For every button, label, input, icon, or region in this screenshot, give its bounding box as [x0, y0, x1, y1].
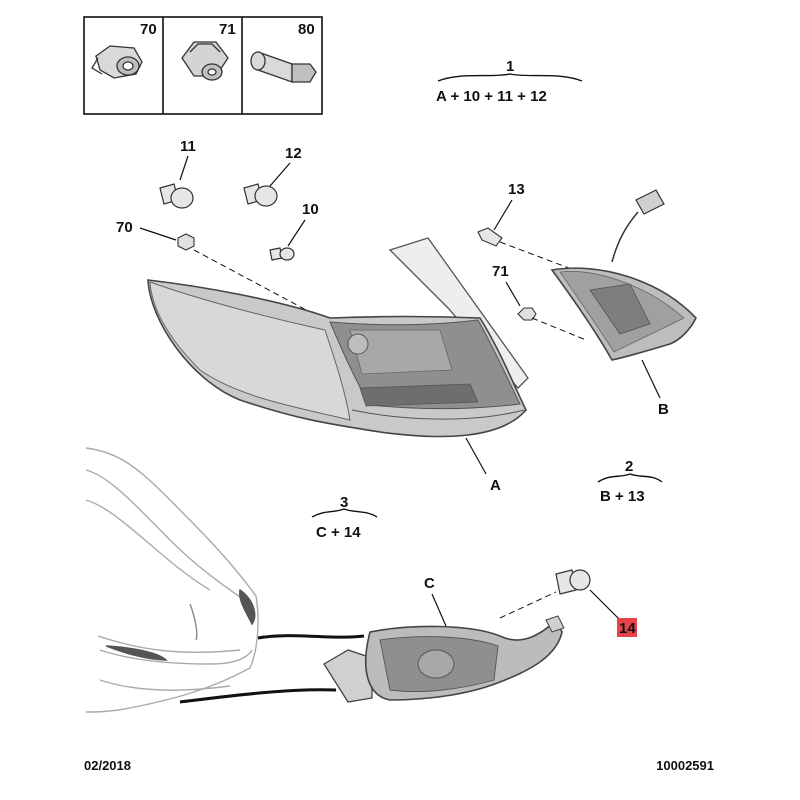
bulb-13-icon — [477, 227, 503, 247]
callout-3-composition: C + 14 — [316, 524, 361, 541]
bulb-14-icon — [555, 569, 591, 595]
callout-1: 1 A + 10 + 11 + 12 — [436, 58, 583, 105]
callout-1-brace — [437, 73, 583, 82]
callout-3-number: 3 — [340, 494, 348, 511]
callout-1-composition: A + 10 + 11 + 12 — [436, 88, 547, 105]
leader-line-upper — [257, 634, 365, 640]
callout-3: 3 C + 14 — [311, 494, 378, 541]
ref-12: 12 — [285, 145, 302, 162]
callout-3-brace — [311, 508, 378, 518]
callout-2-brace — [597, 473, 663, 483]
fastener-ref-80: 80 — [298, 21, 315, 38]
bulb-10-icon — [269, 247, 295, 261]
fastener-ref-70: 70 — [140, 21, 157, 38]
letter-c: C — [424, 575, 435, 592]
plug-bolt-icon — [250, 51, 317, 83]
bulb-12-icon — [243, 183, 278, 207]
ref-71: 71 — [492, 263, 509, 280]
fastener-ref-71: 71 — [219, 21, 236, 38]
ref-70: 70 — [116, 219, 133, 236]
document-number: 10002591 — [656, 758, 714, 773]
ref-10: 10 — [302, 201, 319, 218]
callout-1-number: 1 — [506, 58, 514, 75]
ref-14: 14 — [619, 620, 636, 637]
callout-2: 2 B + 13 — [597, 458, 663, 505]
callout-2-composition: B + 13 — [600, 488, 645, 505]
hex-nut-small-icon — [517, 307, 537, 321]
ref-13: 13 — [508, 181, 525, 198]
bulb-11-icon — [159, 183, 194, 209]
push-nut-icon — [91, 45, 143, 79]
fastener-box: 70 71 80 — [83, 16, 323, 115]
ref-11: 11 — [180, 138, 196, 155]
revision-date: 02/2018 — [84, 758, 131, 773]
outer-tail-lamp-a — [147, 237, 529, 438]
letter-a: A — [490, 477, 501, 494]
leader-line-lower — [179, 688, 337, 704]
letter-b: B — [658, 401, 669, 418]
car-rear-view — [85, 447, 259, 713]
hex-nut-icon — [181, 41, 229, 81]
inner-tail-lamp-b — [550, 189, 697, 361]
callout-2-number: 2 — [625, 458, 633, 475]
ref-14-highlight — [617, 618, 637, 637]
push-nut-small-icon — [177, 233, 195, 251]
reversing-lamp-c — [323, 615, 565, 703]
